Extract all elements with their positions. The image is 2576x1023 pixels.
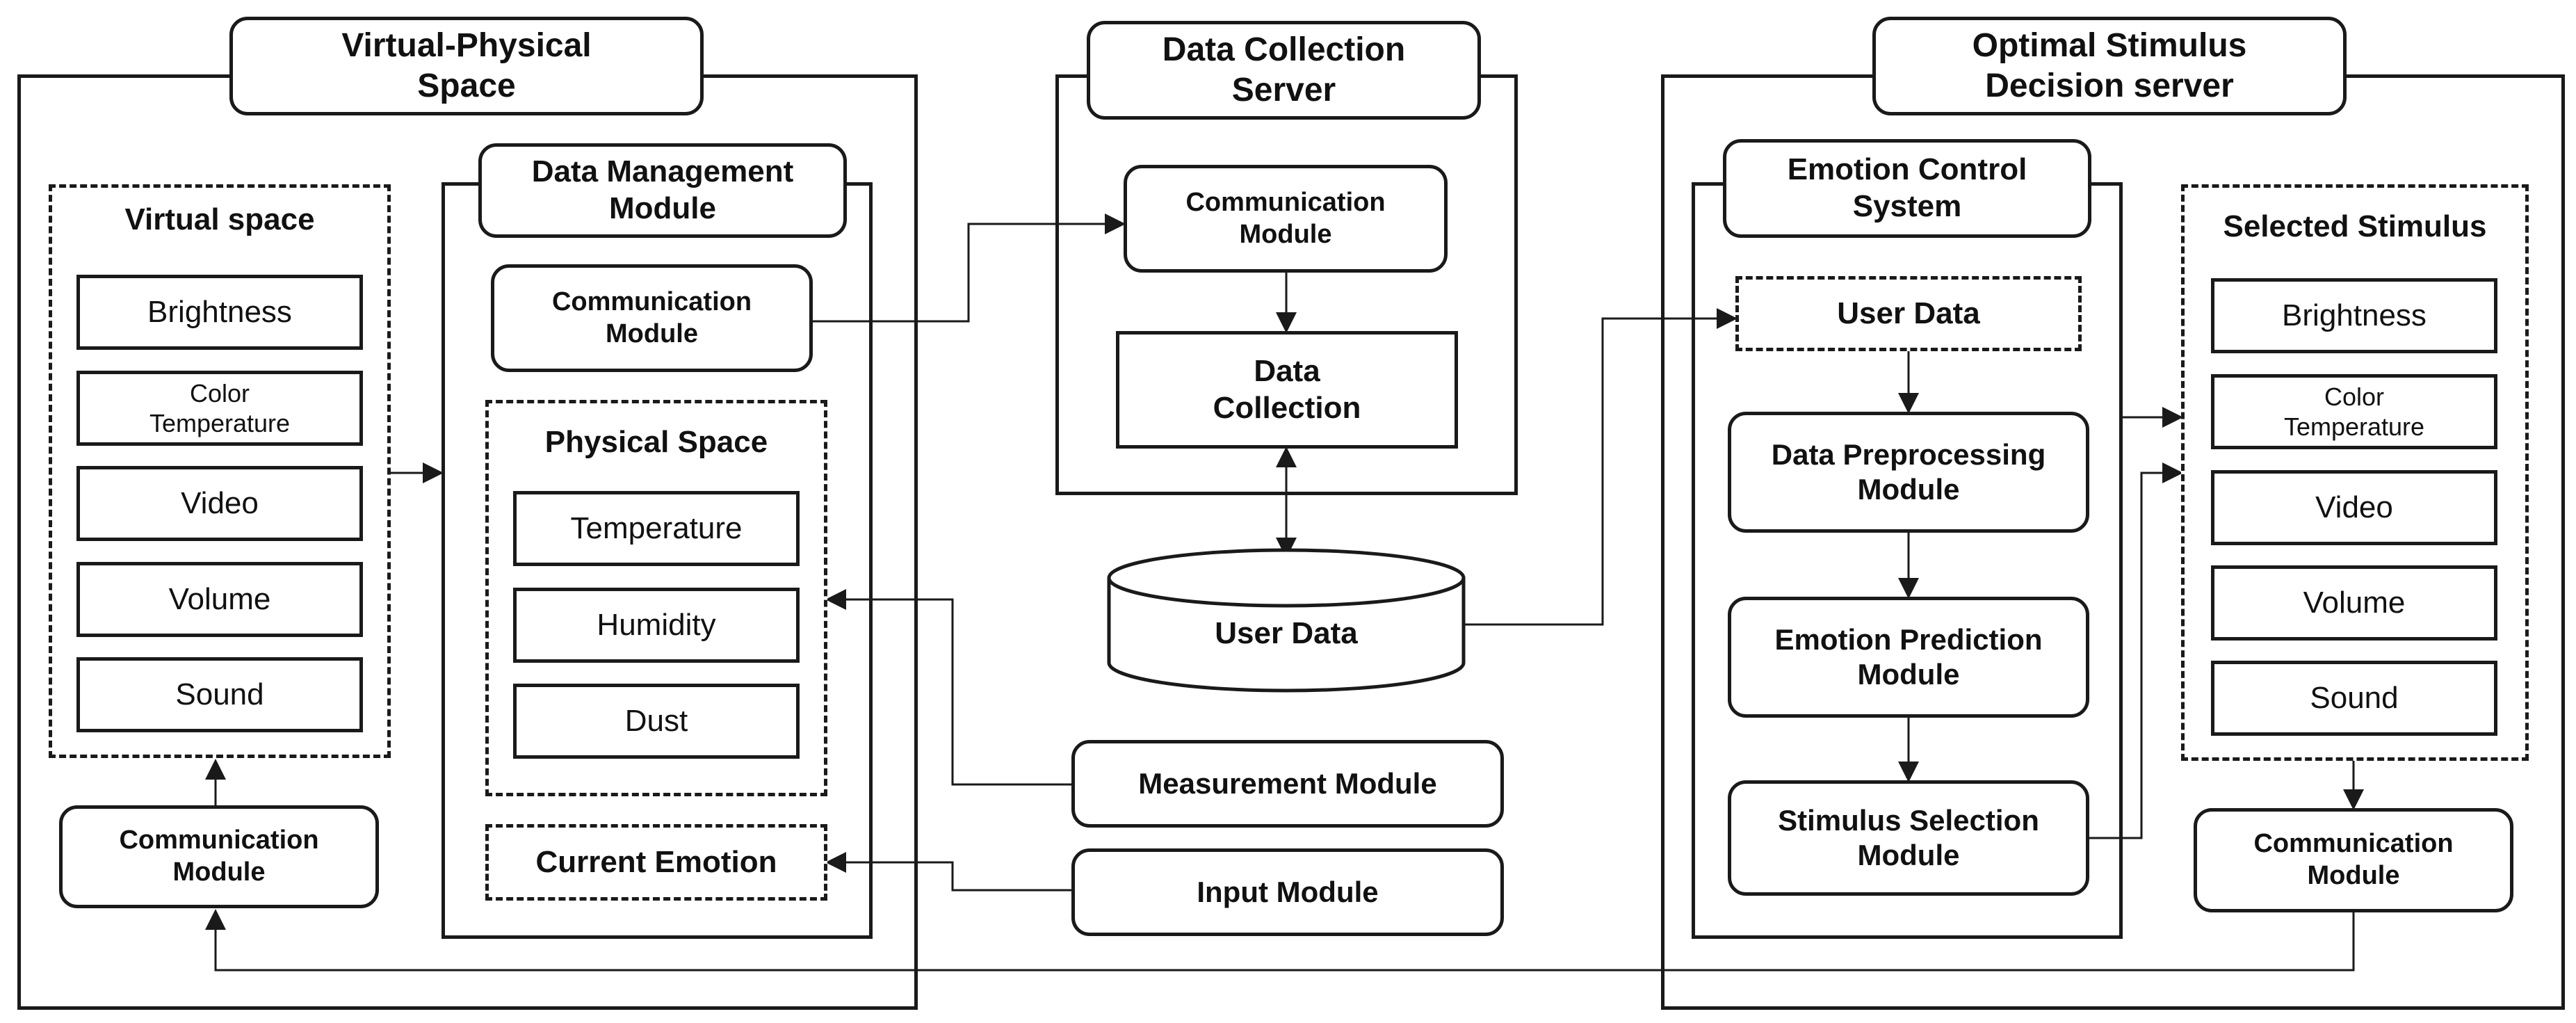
- stimulus-selection-module: Stimulus Selection Module: [1728, 780, 2089, 896]
- virtual-brightness: Brightness: [76, 275, 363, 350]
- physical-humidity: Humidity: [513, 588, 800, 663]
- data-management-module-title: Data Management Module: [478, 143, 847, 238]
- physical-dust: Dust: [513, 684, 800, 759]
- optimal-stimulus-server-title: Optimal Stimulus Decision server: [1872, 17, 2347, 115]
- arrow-db-to-userdata: [1464, 308, 1737, 626]
- input-module: Input Module: [1071, 848, 1504, 936]
- measurement-module: Measurement Module: [1071, 740, 1504, 828]
- virtual-physical-space-title: Virtual-Physical Space: [229, 17, 704, 115]
- virtual-color-temperature: Color Temperature: [76, 371, 363, 446]
- physical-temperature: Temperature: [513, 491, 800, 566]
- arrow-measurement-to-physical: [825, 589, 1071, 786]
- data-collection-box: Data Collection: [1116, 331, 1458, 449]
- datamgmt-communication-module: Communication Module: [491, 264, 813, 372]
- virtual-sound: Sound: [76, 657, 363, 732]
- arrow-right-comm-to-left-comm: [205, 909, 2355, 972]
- user-data-database-cylinder: [1107, 548, 1466, 693]
- stimulus-brightness: Brightness: [2211, 278, 2497, 353]
- data-preprocessing-module: Data Preprocessing Module: [1728, 412, 2089, 533]
- left-communication-module: Communication Module: [59, 805, 379, 908]
- arrow-input-to-emotion: [825, 852, 1071, 892]
- stimulus-color-temperature: Color Temperature: [2211, 374, 2497, 449]
- emotion-prediction-module: Emotion Prediction Module: [1728, 597, 2089, 718]
- virtual-space-label: Virtual space: [124, 202, 315, 236]
- user-data-db-label: User Data: [1215, 616, 1358, 650]
- emotion-control-system-title: Emotion Control System: [1723, 139, 2091, 238]
- emotion-user-data: User Data: [1735, 276, 2082, 351]
- virtual-video: Video: [76, 466, 363, 541]
- stimulus-volume: Volume: [2211, 565, 2497, 641]
- stimulus-video: Video: [2211, 470, 2497, 545]
- collection-communication-module: Communication Module: [1124, 165, 1448, 273]
- stimulus-sound: Sound: [2211, 661, 2497, 736]
- physical-space-label: Physical Space: [544, 425, 768, 459]
- arrow-selection-to-stimulus: [2089, 462, 2183, 839]
- arrow-datamgmt-to-collection: [813, 214, 1126, 323]
- right-communication-module: Communication Module: [2194, 808, 2513, 912]
- data-collection-server-title: Data Collection Server: [1087, 21, 1481, 120]
- current-emotion: Current Emotion: [485, 824, 827, 901]
- selected-stimulus-label: Selected Stimulus: [2223, 209, 2487, 243]
- virtual-volume: Volume: [76, 562, 363, 637]
